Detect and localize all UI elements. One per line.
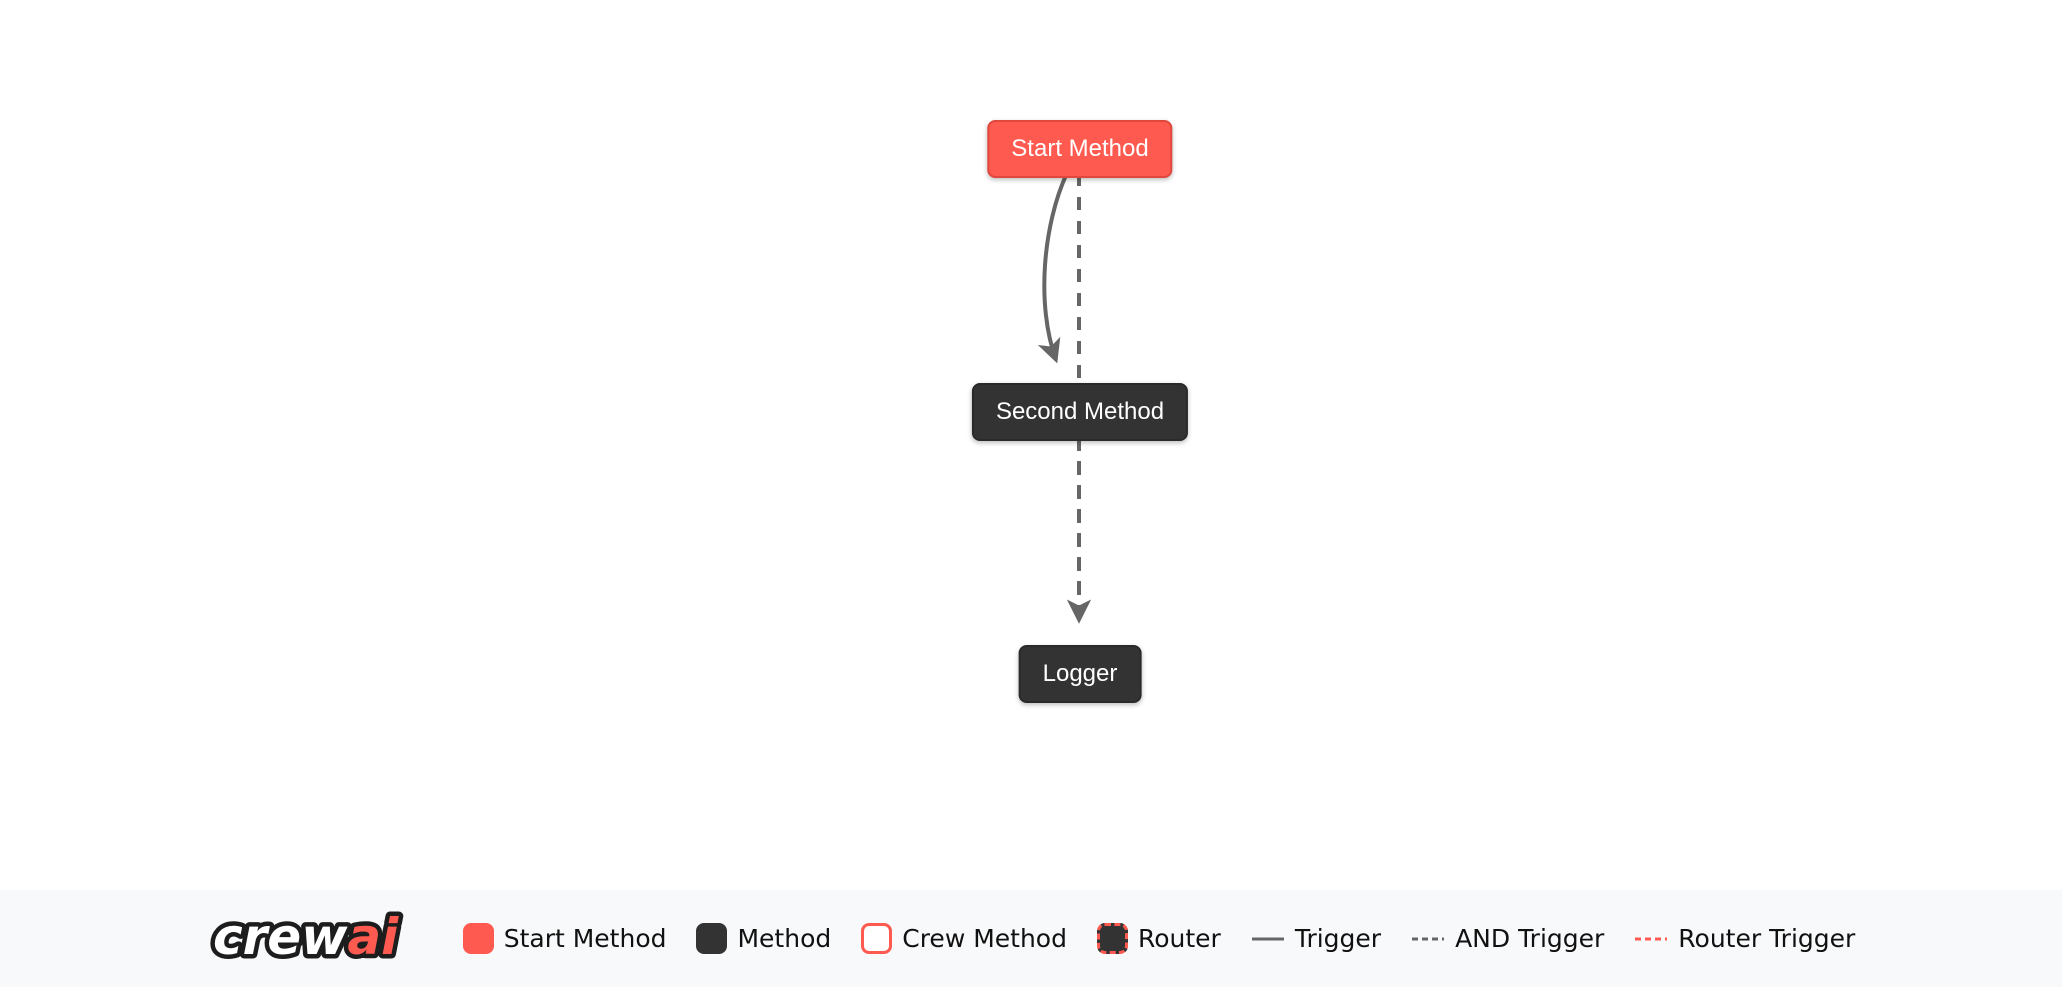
legend-label: Method	[737, 924, 832, 953]
node-second-method[interactable]: Second Method	[971, 383, 1189, 441]
legend-label: Start Method	[503, 924, 667, 953]
logo-text-ai: ai	[347, 908, 399, 966]
edge-trigger-start-to-second	[1037, 172, 1069, 364]
legend-item-method: Method	[696, 923, 831, 954]
legend-item-router: Router	[1096, 923, 1221, 954]
start-method-swatch-icon	[462, 923, 494, 954]
router-trigger-line-icon	[1635, 937, 1668, 940]
legend-label: Crew Method	[902, 924, 1067, 953]
router-swatch-icon	[1096, 923, 1128, 954]
legend-label: AND Trigger	[1455, 924, 1605, 953]
legend-label: Router Trigger	[1678, 924, 1856, 953]
svg-text:crewai: crewai	[213, 908, 399, 966]
trigger-line-icon	[1251, 937, 1284, 940]
and-trigger-line-icon	[1412, 937, 1445, 940]
crew-method-swatch-icon	[861, 923, 893, 954]
legend-item-crew-method: Crew Method	[861, 923, 1067, 954]
legend-bar: crewai Start Method Method Crew Method R…	[0, 890, 2062, 987]
legend-item-router-trigger: Router Trigger	[1634, 924, 1855, 953]
legend-label: Router	[1137, 924, 1221, 953]
legend-item-and-trigger: AND Trigger	[1411, 924, 1604, 953]
logo-text-crew: crew	[213, 908, 348, 966]
crewai-logo: crewai	[207, 899, 429, 979]
legend-label: Trigger	[1294, 924, 1382, 953]
node-logger[interactable]: Logger	[1018, 645, 1142, 703]
method-swatch-icon	[696, 923, 728, 954]
crewai-logo-svg: crewai	[208, 903, 403, 970]
node-start-method[interactable]: Start Method	[987, 120, 1173, 178]
legend-item-start-method: Start Method	[462, 923, 667, 954]
flow-canvas[interactable]: Start Method Second Method Logger	[0, 0, 2062, 890]
legend-item-trigger: Trigger	[1251, 924, 1381, 953]
